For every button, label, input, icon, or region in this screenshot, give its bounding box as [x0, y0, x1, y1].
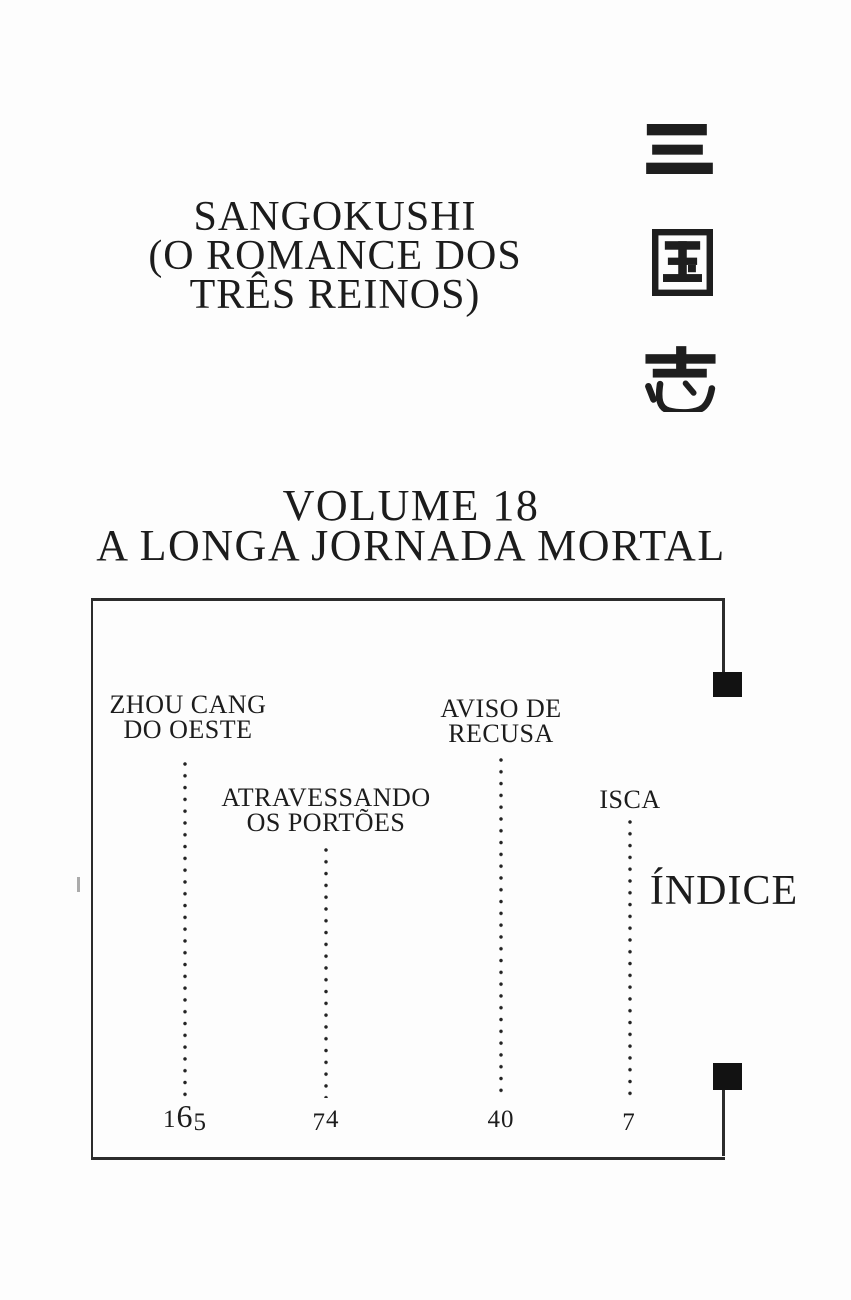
- chapter-title-line: ATRAVESSANDO: [221, 783, 431, 812]
- chapter-title: ISCA: [525, 785, 735, 814]
- page-number-digit: 7: [312, 1109, 326, 1136]
- index-heading: ÍNDICE: [649, 868, 799, 914]
- page-number-digit: 4: [487, 1106, 501, 1133]
- index-box-right-edge-bottom: [722, 1089, 725, 1156]
- series-title-line: (O ROMANCE DOS: [148, 233, 522, 279]
- leader-dots: [324, 848, 328, 1098]
- series-title-line: SANGOKUSHI: [193, 194, 477, 240]
- chapter-page-number: 74: [226, 1100, 426, 1136]
- series-title: SANGOKUSHI (O ROMANCE DOS TRÊS REINOS): [90, 194, 580, 318]
- chapter-title-line: DO OESTE: [123, 715, 253, 744]
- corner-square-marker-bottom: [713, 1063, 742, 1090]
- index-box-frame: [91, 598, 725, 1160]
- chapter-title-line: ZHOU CANG: [109, 690, 267, 719]
- leader-dots: [499, 758, 503, 1098]
- page-number-digit: 0: [501, 1106, 515, 1133]
- chapter-page-number: 40: [401, 1100, 601, 1136]
- page-number-digit: 7: [622, 1109, 636, 1136]
- index-box-right-edge-top: [722, 598, 725, 674]
- page-number-digit: 1: [163, 1106, 177, 1133]
- volume-subtitle: A LONGA JORNADA MORTAL: [96, 521, 726, 570]
- chapter-title-line: OS PORTÕES: [246, 808, 406, 837]
- page-number-digit: 6: [176, 1098, 194, 1134]
- scan-tick-mark: [77, 877, 80, 892]
- leader-dots: [183, 762, 187, 1098]
- page-number-digit: 4: [326, 1106, 340, 1133]
- chapter-title-line: RECUSA: [448, 719, 554, 748]
- chapter-title-line: AVISO DE: [440, 694, 562, 723]
- volume-heading: VOLUME 18 A LONGA JORNADA MORTAL: [75, 481, 747, 570]
- corner-square-marker-top: [713, 672, 742, 697]
- page-number-digit: 5: [193, 1109, 207, 1136]
- chapter-title-line: ISCA: [599, 785, 661, 814]
- leader-dots: [628, 820, 632, 1098]
- kanji-san-icon: [646, 124, 713, 174]
- series-title-line: TRÊS REINOS): [189, 272, 481, 318]
- kanji-koku-icon: [652, 229, 713, 296]
- kanji-shi-icon: [644, 346, 717, 412]
- volume-number: VOLUME 18: [282, 481, 540, 530]
- chapter-page-number: 165: [85, 1100, 285, 1136]
- chapter-page-number: 7: [529, 1100, 729, 1136]
